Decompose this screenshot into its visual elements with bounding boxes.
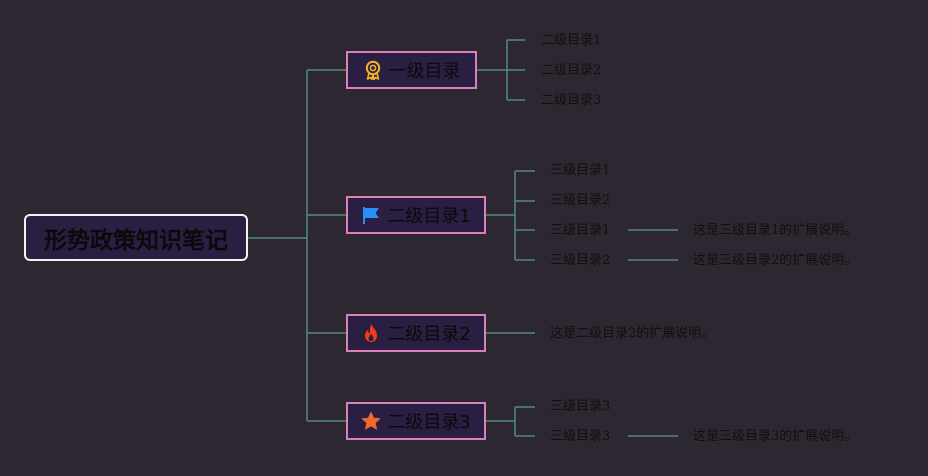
branch-node-4-label: 二级目录3 bbox=[387, 412, 471, 433]
star-icon bbox=[361, 411, 381, 431]
branch-node-1[interactable]: 一级目录 bbox=[346, 51, 477, 89]
leaf-2-3[interactable]: 三级目录1 bbox=[550, 223, 611, 238]
leaf-4-2[interactable]: 三级目录3 bbox=[550, 429, 611, 444]
branch-node-1-label: 一级目录 bbox=[388, 61, 461, 82]
leaf-2-4[interactable]: 三级目录2 bbox=[550, 253, 611, 268]
branch-node-3[interactable]: 二级目录2 bbox=[346, 314, 486, 352]
branch-node-2[interactable]: 二级目录1 bbox=[346, 196, 486, 234]
branch-node-3-label: 二级目录2 bbox=[387, 324, 471, 345]
branch-node-2-label: 二级目录1 bbox=[387, 206, 471, 227]
leaf-2-2[interactable]: 三级目录2 bbox=[550, 193, 611, 208]
note-3: 这是二级目录2的扩展说明。 bbox=[550, 326, 715, 341]
leaf-1-3[interactable]: 二级目录3 bbox=[541, 93, 602, 108]
leaf-4-1[interactable]: 三级目录3 bbox=[550, 399, 611, 414]
leaf-2-1[interactable]: 三级目录1 bbox=[550, 163, 611, 178]
blue-flag-icon bbox=[361, 205, 381, 225]
note-2-3: 这是三级目录1的扩展说明。 bbox=[693, 223, 858, 238]
note-4-2: 这是三级目录3的扩展说明。 bbox=[693, 429, 858, 444]
branch-node-4[interactable]: 二级目录3 bbox=[346, 402, 486, 440]
root-node[interactable]: 形势政策知识笔记 bbox=[24, 214, 248, 261]
leaf-1-1[interactable]: 二级目录1 bbox=[541, 33, 602, 48]
flame-icon bbox=[361, 323, 381, 343]
root-node-label: 形势政策知识笔记 bbox=[44, 227, 228, 254]
note-2-4: 这是三级目录2的扩展说明。 bbox=[693, 253, 858, 268]
ribbon-medal-icon bbox=[363, 60, 383, 80]
leaf-1-2[interactable]: 二级目录2 bbox=[541, 63, 602, 78]
